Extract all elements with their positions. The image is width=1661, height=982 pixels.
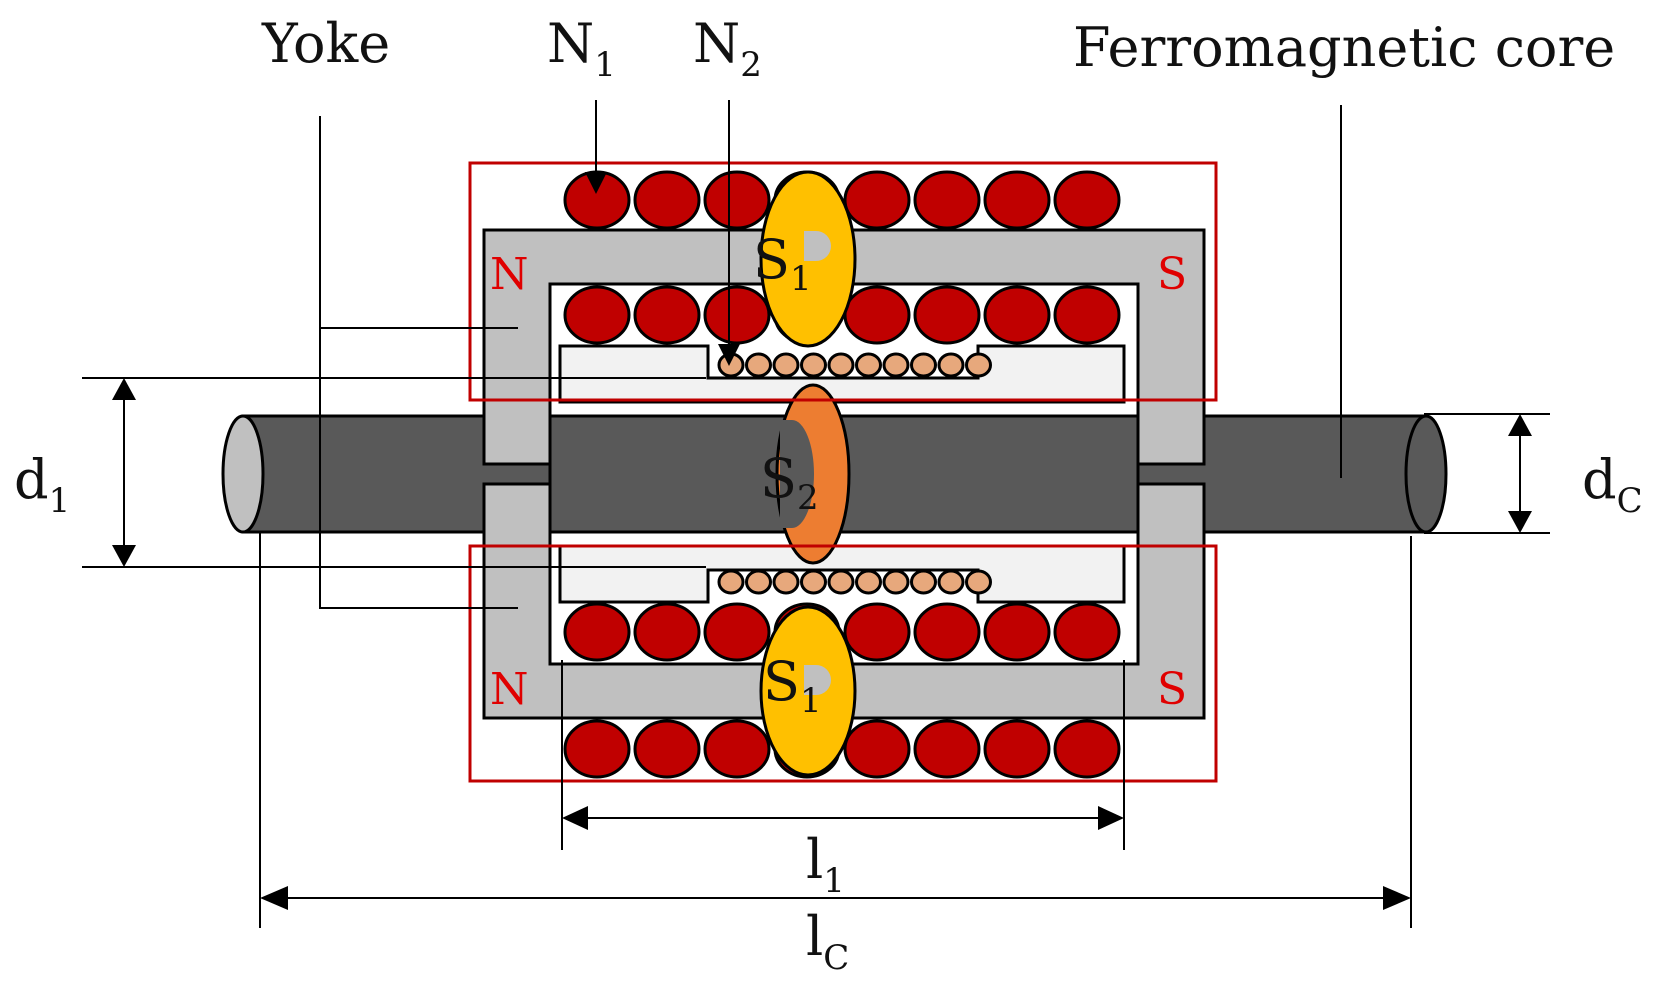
coil-turn bbox=[983, 170, 1051, 230]
coil-turn bbox=[703, 602, 771, 662]
pole-n-lower: N bbox=[490, 664, 529, 715]
coil-turn bbox=[983, 602, 1051, 662]
coil-turn bbox=[633, 285, 701, 345]
label-ferromagnetic-core: Ferromagnetic core bbox=[1073, 16, 1615, 79]
s1-surface-lower bbox=[759, 605, 857, 777]
coil-turn bbox=[843, 602, 911, 662]
n2-winding-upper bbox=[717, 352, 992, 378]
coil-frame-lower bbox=[468, 544, 1218, 783]
coil-turn bbox=[827, 352, 855, 378]
coil-turn bbox=[937, 352, 965, 378]
coil-turn bbox=[827, 569, 855, 595]
coil-turn bbox=[1053, 602, 1121, 662]
coil-turn bbox=[855, 352, 882, 378]
coil-turn bbox=[703, 285, 771, 345]
leader-lines bbox=[319, 105, 1342, 609]
coil-turn bbox=[855, 569, 882, 595]
dimension-l1 bbox=[561, 660, 1125, 850]
coil-turn bbox=[800, 352, 827, 378]
coil-turn bbox=[882, 569, 910, 595]
coil-turn bbox=[913, 719, 981, 779]
coil-turn bbox=[772, 352, 800, 378]
coil-turn bbox=[745, 352, 772, 378]
coil-turn bbox=[772, 569, 800, 595]
coil-turn bbox=[563, 285, 631, 345]
coil-turn bbox=[703, 719, 771, 779]
coil-turn bbox=[913, 170, 981, 230]
coil-turn bbox=[965, 569, 992, 595]
label-s1-upper: S1 bbox=[753, 228, 812, 299]
coil-turn bbox=[913, 602, 981, 662]
coil-turn bbox=[633, 170, 701, 230]
label-yoke: Yoke bbox=[261, 12, 390, 75]
label-lc: lC bbox=[806, 905, 849, 978]
label-dc: dC bbox=[1582, 448, 1643, 521]
n1-arrow bbox=[585, 100, 607, 194]
coil-turn bbox=[1053, 285, 1121, 345]
coil-turn bbox=[910, 569, 937, 595]
coil-turn bbox=[745, 569, 772, 595]
coil-turn bbox=[563, 719, 631, 779]
label-n1: N1 bbox=[547, 12, 616, 85]
pole-s-upper: S bbox=[1157, 249, 1187, 300]
pole-n-upper: N bbox=[490, 249, 529, 300]
coil-turn bbox=[563, 602, 631, 662]
coil-turn bbox=[1053, 170, 1121, 230]
coil-turn bbox=[983, 285, 1051, 345]
label-l1: l1 bbox=[806, 828, 845, 901]
coil-turn bbox=[633, 602, 701, 662]
coil-turn bbox=[937, 569, 965, 595]
label-s2: S2 bbox=[760, 447, 819, 518]
coil-turn bbox=[717, 569, 745, 595]
coil-turn bbox=[882, 352, 910, 378]
dimension-d1 bbox=[82, 377, 706, 568]
dimension-lc bbox=[259, 532, 1412, 928]
coil-turn bbox=[633, 719, 701, 779]
label-n2: N2 bbox=[693, 12, 762, 85]
coil-turn bbox=[913, 285, 981, 345]
n2-arrow bbox=[718, 100, 740, 366]
coil-turn bbox=[965, 352, 992, 378]
coil-turn bbox=[1053, 719, 1121, 779]
coil-turn bbox=[983, 719, 1051, 779]
pole-s-lower: S bbox=[1157, 664, 1187, 715]
coil-turn bbox=[800, 569, 827, 595]
coil-turn bbox=[843, 285, 911, 345]
coil-frame-upper bbox=[468, 161, 1218, 402]
dimension-dc bbox=[1424, 413, 1550, 534]
label-s1-lower: S1 bbox=[763, 650, 822, 721]
label-d1: d1 bbox=[14, 448, 70, 521]
coil-turn bbox=[703, 170, 771, 230]
s1-surface-upper bbox=[759, 170, 857, 348]
n2-winding-lower bbox=[717, 569, 992, 595]
coil-turn bbox=[843, 719, 911, 779]
s2-surface bbox=[775, 383, 851, 565]
coil-turn bbox=[843, 170, 911, 230]
coil-turn bbox=[910, 352, 937, 378]
